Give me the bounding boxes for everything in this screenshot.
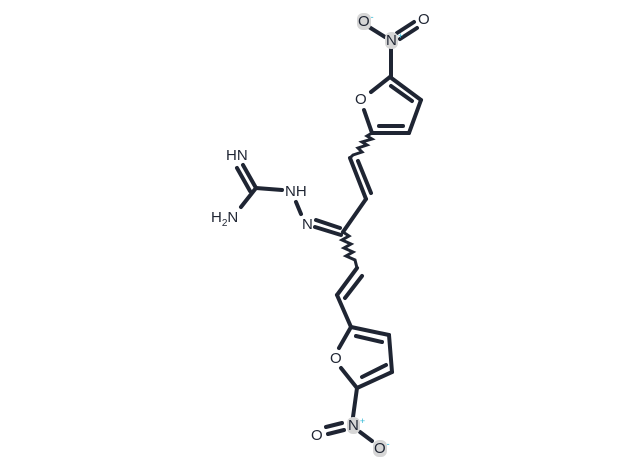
atom-top-nitro-o: O xyxy=(418,11,430,28)
bond-furan-bot-c5-o xyxy=(339,366,359,390)
bond-n-nh xyxy=(294,200,303,216)
bond-no-top-1 xyxy=(367,25,387,39)
atom-hydrazine-nh: NH xyxy=(285,183,307,200)
bond-c-n-double-b xyxy=(313,225,343,237)
bond-furan-top-c4-c5-inner xyxy=(389,84,414,103)
bond-no-top-double-a xyxy=(395,20,416,35)
bond-furan-bot-c3-c4 xyxy=(387,333,394,374)
bond-chain-3-inner xyxy=(343,274,364,300)
atom-bottom-nitro-o-minus: O- xyxy=(373,439,390,457)
bond-furan-top-c5-o xyxy=(369,75,392,94)
atom-top-nitro-n-plus: N+ xyxy=(385,31,404,49)
atom-bottom-nitro-n-plus: N+ xyxy=(347,416,366,434)
bond-nh-c xyxy=(254,186,284,192)
bond-furan-bot-c2-c3-inner xyxy=(354,334,384,344)
bond-furan-bot-c4-c5 xyxy=(355,370,394,390)
bond-furan-top-o-c2 xyxy=(362,108,374,135)
bond-chain-2 xyxy=(341,197,368,234)
bond-c5-n-bottom xyxy=(351,386,359,419)
bond-chain-4 xyxy=(335,293,353,329)
bond-chain-1-inner xyxy=(356,159,373,195)
atom-top-nitro-o-minus: O- xyxy=(357,12,374,30)
atom-hydrazone-n: N xyxy=(302,216,313,233)
bond-chain-1 xyxy=(348,156,368,201)
wavy-bond-top xyxy=(348,131,376,160)
bond-furan-bot-o-c2 xyxy=(337,325,353,350)
atom-imine-hn: HN xyxy=(226,147,248,164)
bond-chain-3 xyxy=(335,266,359,297)
bond-furan-bot-c4-c5-inner xyxy=(360,363,388,379)
bond-furan-top-c4-c5 xyxy=(388,75,423,102)
bond-furan-bot-c2-c3 xyxy=(349,325,391,337)
atom-amine-h2n: H2N xyxy=(211,209,239,229)
wavy-bond-middle xyxy=(338,230,359,270)
bond-no-bot-double-a xyxy=(324,421,344,429)
bond-c-n-double-a xyxy=(314,218,342,230)
atom-bottom-furan-o: O xyxy=(330,350,342,367)
bond-c-nh2 xyxy=(239,186,258,209)
bond-no-top-double-b xyxy=(398,26,419,41)
atom-top-furan-o: O xyxy=(355,91,367,108)
bond-no-bot-double-b xyxy=(326,428,346,436)
bond-no-bot-single xyxy=(358,430,374,443)
bond-c-hn-double-a xyxy=(241,163,258,190)
atom-bottom-nitro-o: O xyxy=(311,427,323,444)
bond-furan-top-c3-c4 xyxy=(407,98,423,135)
bond-c-hn-double-b xyxy=(235,166,252,193)
